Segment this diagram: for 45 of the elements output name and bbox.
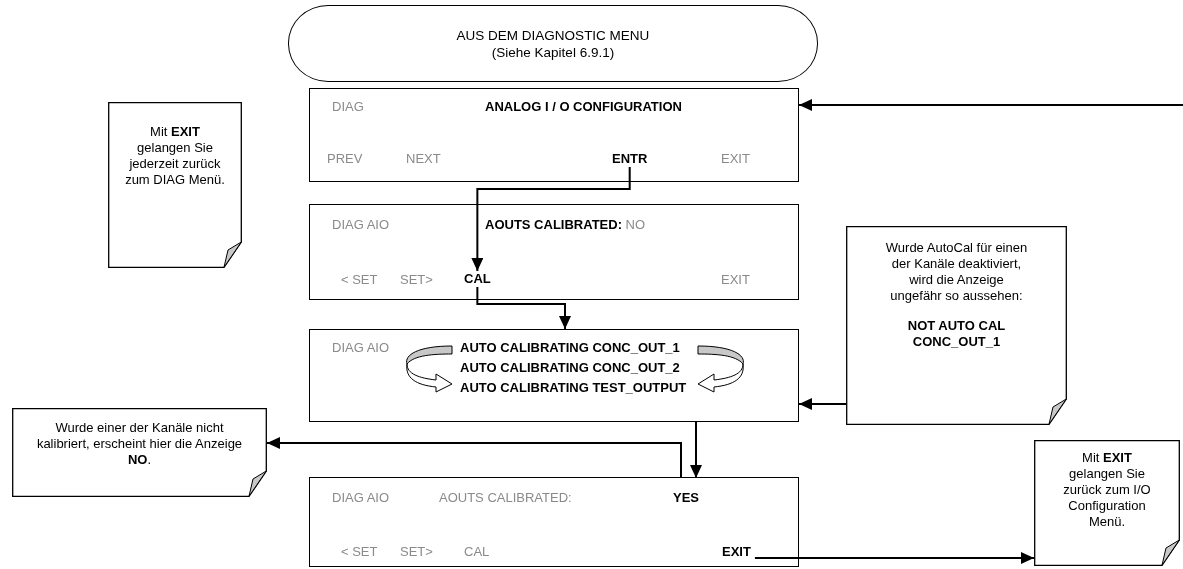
menu-key-text: CAL <box>464 271 491 287</box>
screen-text: PREV <box>327 151 363 167</box>
note-text: Mit EXIT gelangen Sie jederzeit zurück zum DIAG Menü. <box>125 124 225 188</box>
screen-text: SET> <box>400 272 433 288</box>
note-text: Wurde einer der Kanäle nicht kalibriert, erscheint hier die Anzeige NO. <box>35 420 244 468</box>
screen-text: ANALOG I / O CONFIGURATION <box>485 99 682 115</box>
display-screen <box>309 88 799 182</box>
screen-text: NEXT <box>406 151 441 167</box>
note-card <box>108 102 242 268</box>
screen-text: DIAG AIO <box>332 217 390 233</box>
arrow <box>476 286 571 330</box>
screen-text: AUTO CALIBRATING CONC_OUT_2 <box>460 360 680 376</box>
note-card <box>1034 440 1180 566</box>
display-screen <box>309 477 799 567</box>
screen-text: AOUTS CALIBRATED: NO <box>485 217 646 233</box>
note-text: Mit EXIT gelangen Sie zurück zum I/O Configuration Menü. <box>1062 450 1152 530</box>
menu-key-text: EXIT <box>722 544 751 560</box>
arrow <box>471 166 631 272</box>
screen-text: DIAG <box>332 99 364 115</box>
screen-text: AUTO CALIBRATING TEST_OUTPUT <box>460 380 687 396</box>
screen-text: DIAG AIO <box>332 340 390 356</box>
arrow <box>266 437 682 479</box>
screen-text: EXIT <box>721 272 750 288</box>
note-text: Wurde AutoCal für einen der Kanäle deaktiviert, wird die Anzeige ungefähr so aussehen: <box>884 240 1029 304</box>
screen-text: < SET <box>341 272 378 288</box>
arrow <box>798 99 1183 111</box>
note-card <box>12 408 267 497</box>
screen-text: AUTO CALIBRATING CONC_OUT_1 <box>460 340 680 356</box>
screen-text: DIAG AIO <box>332 490 390 506</box>
terminal-text: AUS DEM DIAGNOSTIC MENU <box>456 26 650 44</box>
note-card <box>846 226 1067 425</box>
screen-text: CAL <box>464 544 490 560</box>
menu-key-text: YES <box>673 478 699 506</box>
arrow <box>798 398 847 410</box>
menu-key-text: ENTR <box>612 151 648 167</box>
screen-text: SET> <box>400 544 433 560</box>
terminal-text: (Siehe Kapitel 6.9.1) <box>491 43 615 61</box>
screen-text: EXIT <box>721 151 750 167</box>
note-text: NOT AUTO CAL CONC_OUT_1 <box>906 318 1007 350</box>
screen-text: AOUTS CALIBRATED: <box>439 490 572 506</box>
display-screen <box>309 329 799 422</box>
arrow <box>690 421 702 479</box>
arrow <box>753 552 1035 564</box>
screen-text: < SET <box>341 544 378 560</box>
display-screen <box>309 204 799 300</box>
